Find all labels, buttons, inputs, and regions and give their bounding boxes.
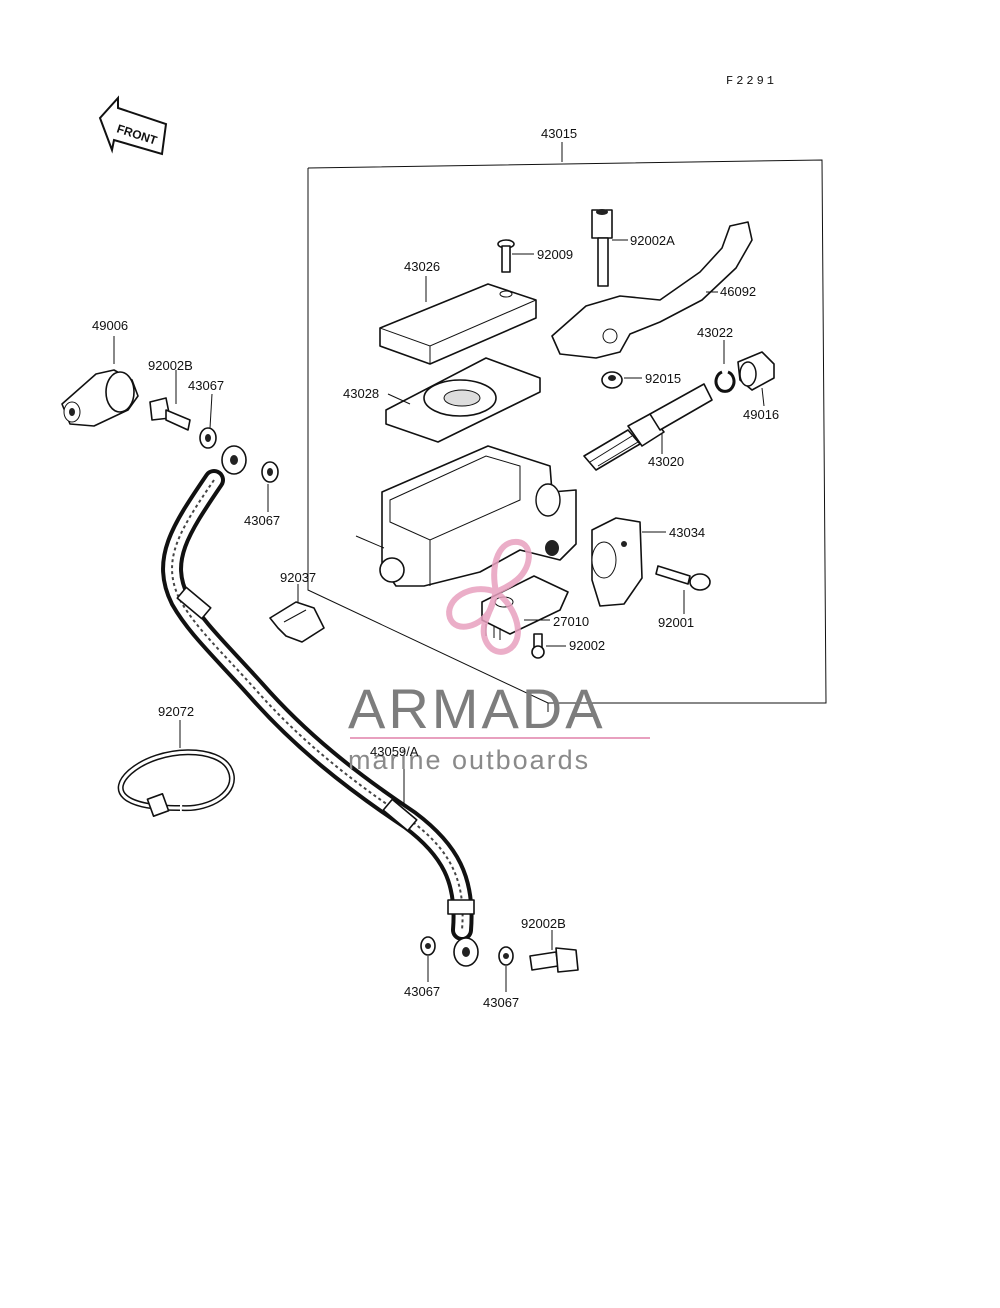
washer-top [199, 393, 217, 449]
banjo-cap [61, 336, 139, 427]
washer-bottom-right [498, 946, 514, 992]
cable-band [117, 720, 235, 817]
label-27010: 27010 [553, 614, 589, 629]
label-43022: 43022 [697, 325, 733, 340]
label-92002b-top: 92002B [148, 358, 193, 373]
diaphragm [385, 357, 541, 443]
label-92015: 92015 [645, 371, 681, 386]
propeller-logo-icon [446, 538, 532, 655]
dust-boot [737, 351, 775, 407]
hose-clip [269, 584, 325, 643]
label-43028: 43028 [343, 386, 379, 401]
label-92009: 92009 [537, 247, 573, 262]
banjo-bolt-bottom [529, 930, 579, 973]
washer-bottom-left [420, 936, 436, 982]
brake-hose [161, 445, 479, 967]
label-92037: 92037 [280, 570, 316, 585]
brake-lever [551, 221, 753, 359]
assembly-box [307, 142, 827, 712]
label-43020: 43020 [648, 454, 684, 469]
label-43015: 43015 [541, 126, 577, 141]
handlebar-clamp [591, 517, 666, 607]
label-43067-bottom-left: 43067 [404, 984, 440, 999]
label-43034: 43034 [669, 525, 705, 540]
cap-screw [497, 239, 534, 273]
piston-assembly [583, 383, 713, 471]
label-92072: 92072 [158, 704, 194, 719]
label-92002a: 92002A [630, 233, 675, 248]
label-92002b-bottom: 92002B [521, 916, 566, 931]
label-43067-top: 43067 [188, 378, 224, 393]
watermark-brand: ARMADA [348, 677, 606, 740]
clamp-bolt [655, 565, 711, 614]
banjo-bolt-top [149, 370, 191, 431]
label-92001: 92001 [658, 615, 694, 630]
label-46092: 46092 [720, 284, 756, 299]
front-arrow-icon: FRONT [98, 95, 168, 156]
label-43067-mid: 43067 [244, 513, 280, 528]
label-43059a: 43059/A [370, 744, 419, 759]
label-49006: 49006 [92, 318, 128, 333]
label-43067-bottom-right: 43067 [483, 995, 519, 1010]
reservoir-cap [379, 276, 537, 365]
pivot-nut [601, 371, 642, 389]
diagram-code: F2291 [726, 74, 777, 88]
switch-screw [531, 633, 566, 659]
circlip [714, 340, 736, 393]
label-49016: 49016 [743, 407, 779, 422]
watermark-tagline: marine outboards [348, 745, 590, 775]
master-cylinder-body [355, 445, 577, 587]
label-92002: 92002 [569, 638, 605, 653]
pivot-bolt [591, 209, 628, 287]
washer-mid [261, 461, 279, 512]
armada-watermark: ARMADA marine outboards [348, 538, 650, 775]
label-43026: 43026 [404, 259, 440, 274]
